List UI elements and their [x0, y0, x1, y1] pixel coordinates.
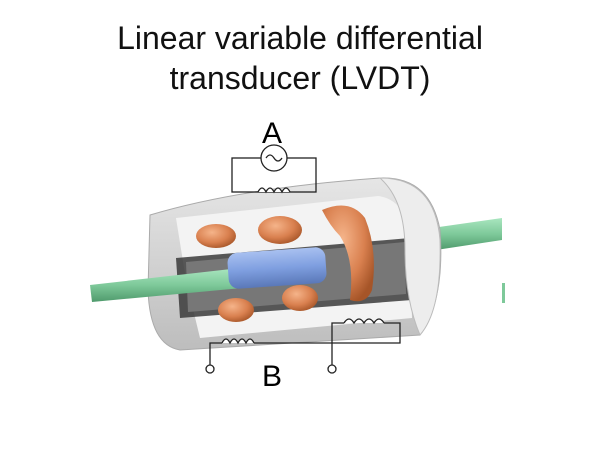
secondary-circuit: [205, 318, 401, 374]
label-a: A: [262, 117, 282, 150]
coils: [196, 205, 374, 322]
primary-coil-ring: [322, 205, 374, 302]
terminal-left: [205, 364, 215, 374]
primary-coil-symbol: [257, 187, 291, 194]
core: [227, 247, 327, 289]
title-line-2: transducer (LVDT): [169, 60, 431, 96]
secondary-coil-upper-2: [258, 216, 302, 244]
title-line-1: Linear variable differential: [117, 20, 483, 56]
secondary-coil-lower-1: [218, 298, 254, 322]
secondary-coil-lower-2: [282, 285, 318, 311]
label-b: B: [262, 360, 282, 393]
secondary-coil-upper-1: [196, 224, 236, 248]
shaft-right: [432, 218, 505, 303]
shaft-fragment: [502, 283, 505, 303]
terminal-right: [327, 364, 337, 374]
shaft-left: [90, 268, 242, 302]
slide-title: Linear variable differential transducer …: [0, 18, 600, 98]
primary-circuit: [231, 144, 317, 194]
